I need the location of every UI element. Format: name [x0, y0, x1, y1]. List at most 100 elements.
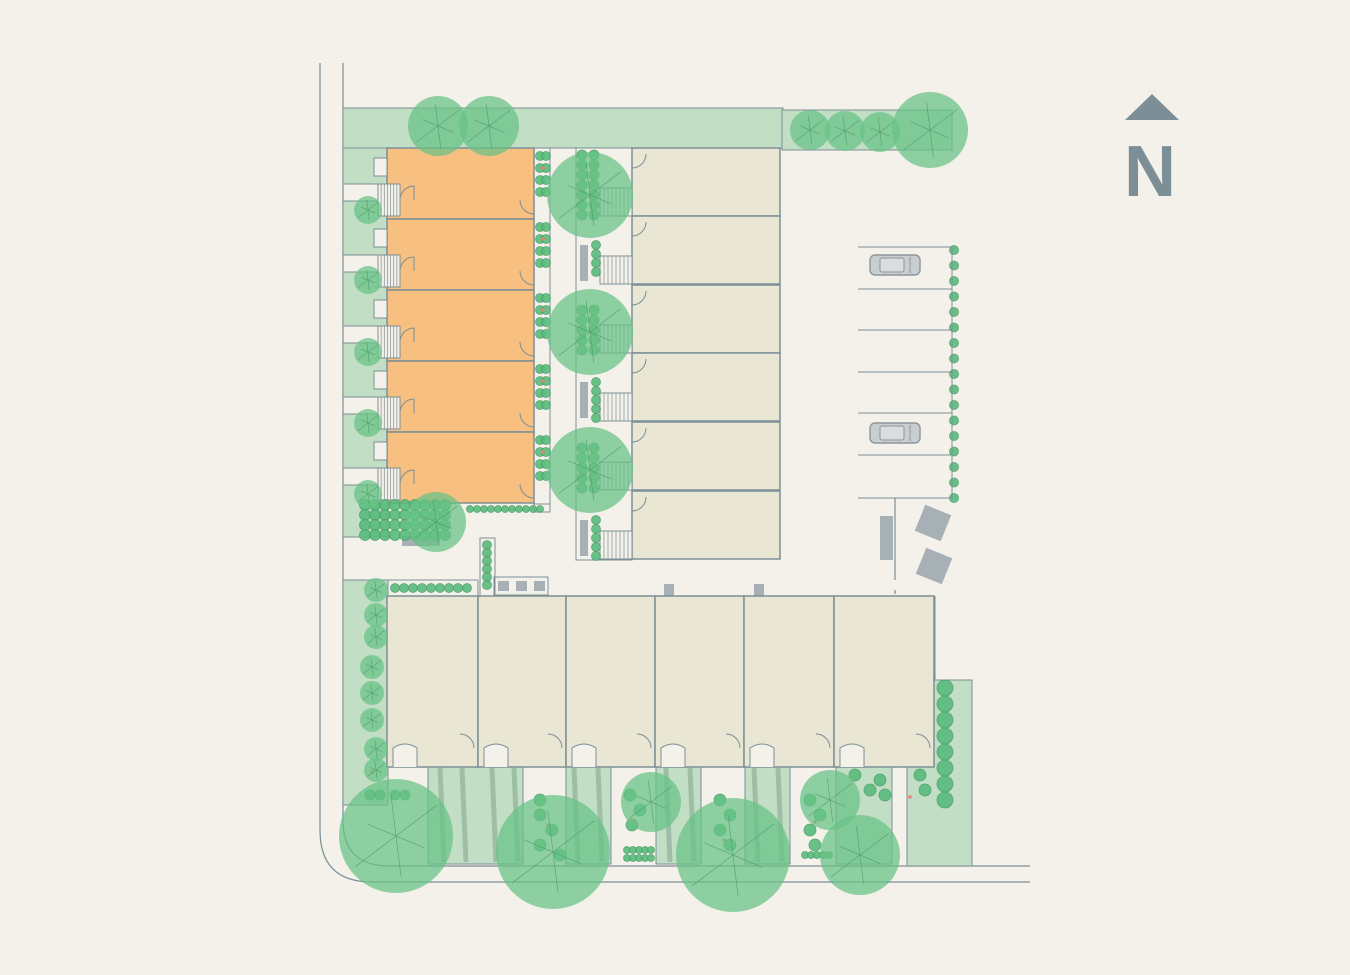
tree-branch: [375, 630, 385, 638]
shrub-132: [435, 583, 445, 593]
south-row-unit-1: [386, 595, 479, 768]
tree-branch: [807, 115, 811, 131]
east-unit-door-1: [631, 153, 647, 169]
tree-branch: [547, 810, 554, 853]
tree-branch: [859, 854, 881, 864]
tree-branch: [374, 761, 377, 771]
shrub-196: [848, 768, 862, 782]
tree-branch: [367, 493, 376, 498]
tree-branch: [365, 690, 373, 694]
tree-branch: [365, 664, 373, 668]
tree-branch: [367, 589, 377, 597]
tree-branch: [374, 740, 377, 750]
tree-branch: [902, 129, 931, 151]
shrub-174: [389, 529, 401, 541]
shrub-117: [591, 524, 601, 534]
tree-branch: [879, 120, 895, 133]
south-porch-3: [571, 743, 597, 767]
shrub-47: [949, 276, 959, 286]
tree-branch: [367, 351, 376, 356]
tree-branch: [369, 612, 377, 616]
shrub-101: [591, 377, 601, 387]
shrub-154: [369, 509, 381, 521]
shrub-210: [647, 846, 655, 854]
shrub-53: [949, 369, 959, 379]
tree-branch: [371, 666, 379, 670]
tree-branch: [589, 469, 612, 480]
tree-branch: [799, 125, 811, 131]
tree-branch: [367, 486, 379, 495]
east-steps-6: [599, 530, 633, 560]
tree-branch: [929, 129, 934, 158]
south-door-5: [815, 733, 831, 749]
shrub-102: [591, 386, 601, 396]
tree-branch: [367, 614, 377, 622]
west-stoop-1: [373, 157, 388, 177]
tree-branch: [435, 521, 452, 529]
west-row-unit-1: [631, 147, 781, 217]
shrub-120: [591, 551, 601, 561]
tree-branch: [552, 851, 583, 865]
tree-branch: [558, 331, 591, 356]
lawn-path-stripe-1: [459, 767, 469, 863]
bollard-2: [754, 584, 764, 596]
tree-branch: [395, 804, 438, 837]
tree-branch: [437, 109, 460, 127]
shrub-133: [444, 583, 454, 593]
south-building-edge: [388, 579, 936, 680]
tree-branch: [375, 769, 378, 779]
shrub-56: [949, 415, 959, 426]
tree-branch: [371, 692, 374, 702]
south-row-unit-4: [654, 595, 745, 768]
south-row-unit-2: [477, 595, 567, 768]
tree-branch: [416, 125, 439, 143]
tree-27: [800, 770, 860, 830]
shrub-164: [379, 519, 391, 531]
west-row-unit-4: [631, 352, 781, 422]
east-steps-2: [599, 255, 633, 285]
shrub-90: [591, 267, 601, 277]
tree-branch: [367, 279, 376, 284]
east-unit-door-3: [631, 290, 647, 306]
tree-branch: [375, 614, 383, 618]
building-units: [386, 147, 935, 768]
tree-6: [825, 111, 865, 151]
tree-branch: [809, 129, 821, 135]
west-door-2: [399, 256, 415, 272]
car-roof: [879, 257, 905, 273]
tree-branch: [432, 500, 437, 523]
shrub-37: [541, 435, 551, 445]
tree-branch: [844, 130, 848, 146]
shrub-135: [462, 583, 472, 593]
shrub-171: [359, 529, 371, 541]
east-door-5: [519, 483, 535, 499]
tree-branch: [869, 127, 881, 133]
tree-branch: [366, 269, 369, 281]
south-door-4: [725, 733, 741, 749]
tree-branch: [926, 102, 931, 131]
west-door-3: [399, 327, 415, 343]
tree-branch: [589, 308, 622, 333]
tree-branch: [375, 748, 378, 758]
tree-branch: [558, 469, 591, 494]
tree-24: [496, 795, 610, 909]
tree-branch: [367, 422, 370, 434]
tree-branch: [829, 783, 852, 801]
tree-5: [790, 110, 830, 150]
tree-branch: [370, 658, 373, 668]
shrub-148: [399, 499, 411, 511]
tree-branch: [371, 692, 379, 696]
tree-branch: [647, 780, 652, 803]
tree-branch: [844, 119, 860, 132]
tree-branch: [834, 126, 846, 132]
shrub-62: [466, 505, 474, 513]
tree-branch: [371, 686, 381, 694]
flower-26: [541, 308, 545, 312]
shrub-1: [541, 151, 551, 161]
tree-branch: [357, 351, 369, 360]
dumpster-2: [915, 547, 953, 585]
tree-branch: [375, 589, 383, 593]
tree-branch: [839, 846, 861, 856]
tree-branch: [552, 851, 559, 894]
